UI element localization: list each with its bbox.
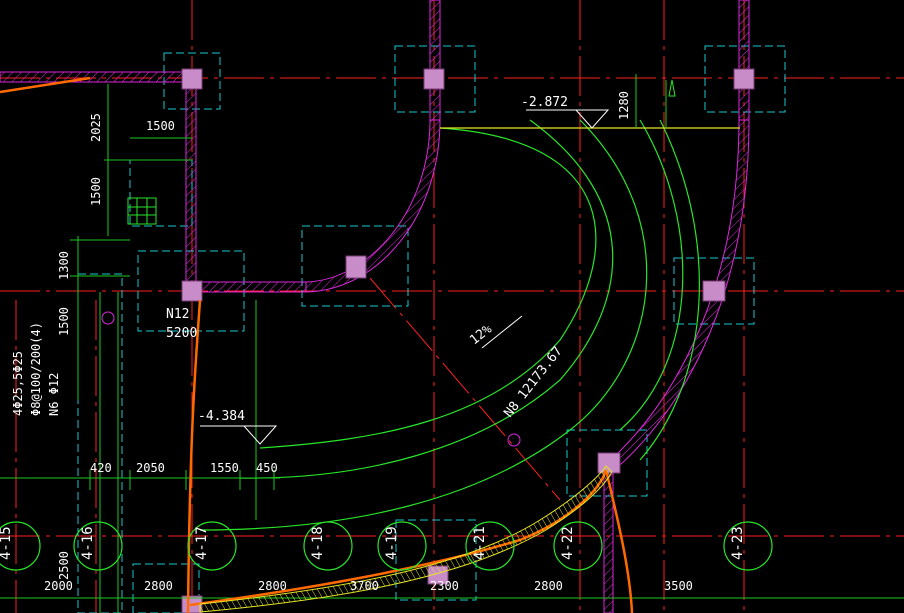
ramp-curves [199, 119, 740, 531]
dim-2050: 2050 [136, 461, 165, 475]
dimension-lines [0, 74, 904, 613]
dim-1500c: 1500 [57, 307, 71, 336]
dim-1280: 1280 [617, 91, 631, 120]
axis-4-21: 4-21 [472, 526, 488, 560]
axis-4-16: 4-16 [80, 526, 96, 560]
dim-1500b: 1500 [89, 177, 103, 206]
axis-bubbles [0, 521, 773, 571]
north-arrow-icon [668, 79, 676, 97]
dim-1500a: 1500 [146, 119, 175, 133]
bottom-dim-2800c: 2800 [534, 579, 563, 593]
columns [181, 68, 755, 613]
axis-4-22: 4-22 [560, 526, 576, 560]
axis-4-17: 4-17 [194, 526, 210, 560]
axis-4-19: 4-19 [384, 526, 400, 560]
bottom-dim-3500: 3500 [664, 579, 693, 593]
bottom-dim-2800a: 2800 [144, 579, 173, 593]
ramp-length: 12173.67 [515, 344, 565, 403]
marker-circle-left [101, 311, 115, 325]
bottom-dim-2000: 2000 [44, 579, 73, 593]
bottom-dim-2300: 2300 [430, 579, 459, 593]
column-note-2: Φ8@100/200(4) [29, 322, 43, 416]
axis-4-18: 4-18 [310, 526, 326, 560]
dim-450: 450 [256, 461, 278, 475]
slope-label: 12% [467, 322, 495, 348]
slope-arrow [481, 315, 523, 349]
ramp-tag: N8 [501, 399, 522, 421]
dim-2025: 2025 [89, 113, 103, 142]
dim-420: 420 [90, 461, 112, 475]
ramp-edge-band [199, 465, 613, 613]
dim-1550: 1550 [210, 461, 239, 475]
level-symbols [200, 109, 610, 445]
bottom-dim-3700: 3700 [350, 579, 379, 593]
drain-grate-icon [127, 197, 157, 225]
axis-4-15: 4-15 [0, 526, 14, 560]
level-top-right: -2.872 [521, 95, 568, 110]
column-note-3: N6 Φ12 [47, 373, 61, 416]
column-tag: N12 [166, 307, 189, 322]
dim-2500: 2500 [57, 551, 71, 580]
axis-4-23: 4-23 [730, 526, 746, 560]
dim-5200: 5200 [166, 326, 197, 341]
marker-circle-center [507, 433, 521, 447]
dim-1300: 1300 [57, 251, 71, 280]
bottom-dim-2800b: 2800 [258, 579, 287, 593]
level-left: -4.384 [198, 409, 245, 424]
column-note-1: 4Φ25,5Φ25 [11, 351, 25, 416]
